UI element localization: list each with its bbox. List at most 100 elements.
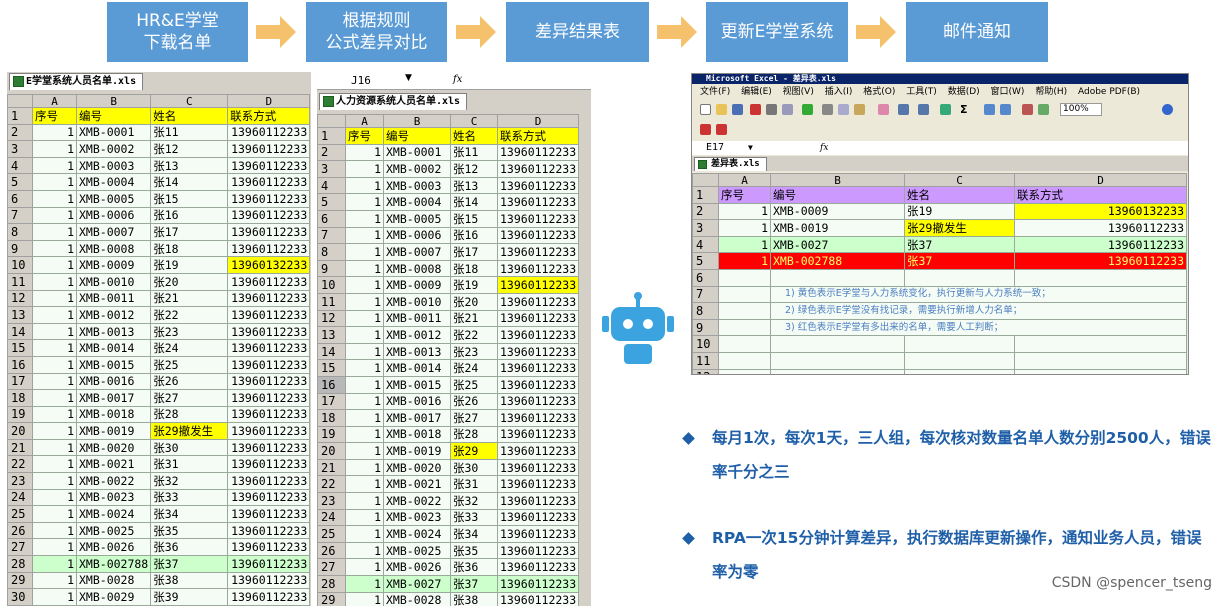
menu-item-format[interactable]: 格式(O) (863, 87, 896, 97)
column-header[interactable]: A (345, 114, 384, 128)
row-number[interactable]: 29 (317, 591, 346, 606)
row-number[interactable]: 23 (7, 472, 33, 490)
row-number[interactable]: 9 (692, 318, 719, 337)
table-cell[interactable]: 13960112233 (227, 189, 311, 208)
row-number[interactable]: 27 (7, 538, 33, 557)
table-cell[interactable]: 13960112233 (496, 392, 580, 411)
table-cell[interactable]: XMB-0026 (383, 558, 451, 577)
table-cell[interactable]: 13960112233 (496, 425, 580, 444)
table-cell[interactable]: 张23 (450, 342, 498, 361)
row-number[interactable]: 10 (317, 276, 346, 294)
table-cell[interactable]: 张16 (450, 226, 498, 245)
table-cell[interactable]: XMB-0010 (75, 272, 152, 291)
table-cell[interactable]: 1 (345, 409, 384, 427)
table-cell[interactable]: 张32 (450, 492, 498, 510)
row-number[interactable]: 19 (317, 425, 346, 444)
table-cell[interactable]: 张17 (150, 223, 229, 241)
table-cell[interactable]: 1 (345, 143, 384, 162)
table-cell[interactable]: 张35 (150, 521, 229, 540)
table-cell[interactable]: 1 (718, 252, 771, 270)
table-cell[interactable]: XMB-0004 (75, 173, 152, 191)
row-number[interactable]: 14 (317, 342, 346, 361)
table-cell[interactable]: 13960112233 (227, 339, 311, 357)
header-cell[interactable]: 姓名 (904, 186, 1015, 204)
table-cell[interactable]: 1 (32, 505, 77, 523)
table-cell[interactable]: 13960112233 (227, 588, 311, 606)
table-cell[interactable]: XMB-0023 (383, 508, 451, 527)
menu-item-view[interactable]: 视图(V) (782, 87, 814, 97)
row-number[interactable]: 12 (317, 309, 346, 328)
table-cell[interactable]: 13960112233 (227, 272, 311, 291)
table-cell[interactable]: 13960112233 (227, 555, 311, 573)
table-cell[interactable]: 13960112233 (496, 209, 580, 228)
table-cell[interactable]: 张14 (150, 173, 229, 191)
table-cell[interactable]: XMB-002788 (770, 252, 905, 270)
column-header[interactable]: B (383, 114, 451, 128)
table-cell[interactable]: 13960132233 (227, 256, 311, 274)
column-header[interactable]: C (904, 173, 1015, 187)
menu-item-adobe-pdf[interactable]: Adobe PDF(B) (1077, 87, 1141, 97)
row-number[interactable]: 10 (692, 335, 719, 353)
row-number[interactable]: 17 (317, 392, 346, 411)
table-cell[interactable]: 张20 (450, 292, 498, 311)
row-number[interactable]: 12 (692, 368, 719, 374)
table-cell[interactable]: XMB-0009 (770, 202, 905, 221)
table-cell[interactable]: 13960112233 (227, 505, 311, 523)
table-cell[interactable]: 13960112233 (227, 355, 311, 374)
table-cell[interactable]: 张38 (150, 571, 229, 590)
table-cell[interactable]: 13960112233 (496, 226, 580, 245)
table-cell[interactable]: 1 (32, 355, 77, 374)
table-cell[interactable]: XMB-0028 (75, 571, 152, 590)
table-cell[interactable]: 张24 (450, 359, 498, 377)
print-icon[interactable] (766, 104, 777, 115)
table-cell[interactable]: 张29撤发生 (150, 422, 229, 440)
table-cell[interactable]: XMB-0024 (75, 505, 152, 523)
table-cell[interactable]: 13960112233 (227, 422, 311, 440)
table-cell[interactable]: 张37 (904, 235, 1015, 254)
column-header[interactable]: C (450, 114, 498, 128)
table-cell[interactable]: XMB-0026 (75, 538, 152, 557)
table-cell[interactable] (1014, 368, 1187, 374)
table-cell[interactable]: XMB-0003 (75, 156, 152, 175)
table-cell[interactable]: 1 (345, 176, 384, 195)
table-cell[interactable]: 13960112233 (227, 538, 311, 557)
row-number[interactable]: 21 (7, 438, 33, 457)
table-cell[interactable]: 张33 (450, 508, 498, 527)
copy-icon[interactable] (838, 104, 849, 115)
table-cell[interactable]: 1 (345, 591, 384, 606)
table-cell[interactable]: XMB-0020 (75, 438, 152, 457)
table-cell[interactable]: 1 (32, 306, 77, 324)
table-cell[interactable]: 张34 (150, 505, 229, 523)
table-cell[interactable]: XMB-0003 (383, 176, 451, 195)
table-cell[interactable]: 13960112233 (496, 591, 580, 606)
table-cell[interactable]: 1 (32, 472, 77, 490)
table-cell[interactable]: 1 (32, 156, 77, 175)
menu-item-window[interactable]: 窗口(W) (990, 87, 1025, 97)
header-cell[interactable]: 编号 (75, 107, 152, 125)
row-number[interactable]: 12 (7, 289, 33, 308)
table-cell[interactable]: XMB-0018 (75, 405, 152, 424)
table-cell[interactable]: 13960112233 (496, 458, 580, 477)
table-cell[interactable]: 1 (32, 322, 77, 341)
menu-item-file[interactable]: 文件(F) (700, 87, 731, 97)
table-cell[interactable]: 13960112233 (496, 193, 580, 211)
table-cell[interactable] (718, 368, 771, 374)
table-cell[interactable]: 13960112233 (1014, 235, 1187, 254)
row-number[interactable]: 4 (7, 156, 33, 175)
table-cell[interactable]: XMB-0024 (383, 525, 451, 543)
table-cell[interactable]: 13960112233 (496, 475, 580, 494)
table-cell[interactable]: 13960112233 (227, 239, 311, 258)
table-cell[interactable] (718, 318, 771, 337)
menu-item-tools[interactable]: 工具(T) (906, 87, 937, 97)
table-cell[interactable]: 13960112233 (496, 243, 580, 261)
row-number[interactable]: 13 (7, 306, 33, 324)
table-cell[interactable]: 1 (345, 458, 384, 477)
table-cell[interactable]: 1 (32, 405, 77, 424)
table-cell[interactable]: 张20 (150, 272, 229, 291)
table-cell[interactable]: 1 (345, 508, 384, 527)
table-cell[interactable] (718, 302, 771, 320)
table-cell[interactable]: 张22 (150, 306, 229, 324)
table-cell[interactable]: 1 (718, 202, 771, 221)
dropdown-arrow-icon[interactable]: ▼ (748, 143, 753, 152)
table-cell[interactable]: XMB-0022 (75, 472, 152, 490)
